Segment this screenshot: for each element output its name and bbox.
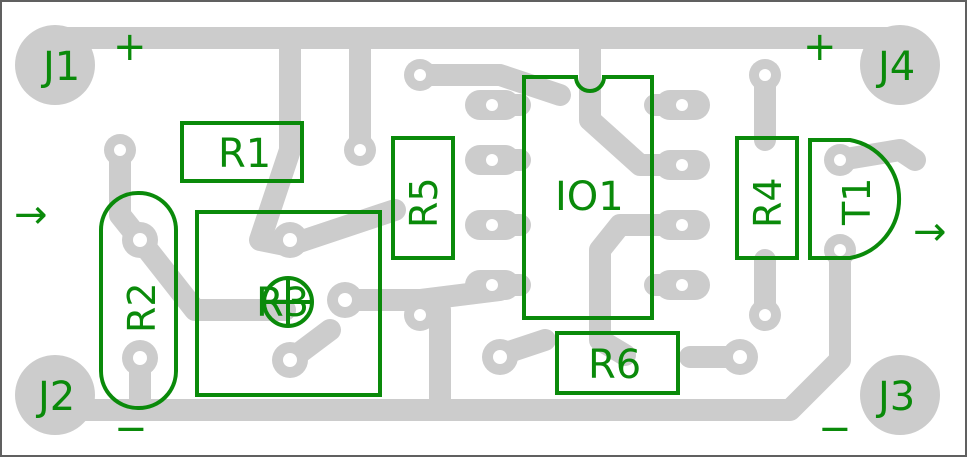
label-r1: R1 bbox=[218, 131, 271, 177]
label-j4: J4 bbox=[875, 44, 915, 90]
input-arrow-icon: → bbox=[14, 192, 48, 238]
minus-sign-right: − bbox=[818, 406, 852, 452]
r6-outline bbox=[555, 331, 680, 395]
r3-outline bbox=[195, 210, 382, 397]
pads bbox=[15, 25, 940, 435]
r2-outline bbox=[99, 191, 178, 410]
label-io1: IO1 bbox=[555, 174, 624, 220]
label-r5: R5 bbox=[402, 177, 446, 228]
r5-outline bbox=[391, 136, 455, 260]
label-j3: J3 bbox=[875, 374, 915, 420]
t1-outline bbox=[808, 138, 902, 260]
r1-outline bbox=[180, 121, 304, 183]
plus-sign-right: + bbox=[803, 24, 837, 70]
minus-sign-left: − bbox=[114, 406, 148, 452]
label-r4: R4 bbox=[746, 177, 790, 228]
plus-sign-left: + bbox=[113, 24, 147, 70]
label-j2: J2 bbox=[35, 374, 75, 420]
silkscreen bbox=[99, 75, 902, 410]
r4-outline bbox=[735, 136, 799, 260]
label-t1: T1 bbox=[835, 178, 879, 226]
label-j1: J1 bbox=[40, 44, 80, 90]
io1-outline bbox=[522, 75, 654, 320]
output-arrow-icon: → bbox=[913, 209, 947, 255]
label-r6: R6 bbox=[588, 342, 641, 388]
label-r3: R3 bbox=[256, 280, 309, 326]
pad-holes bbox=[114, 69, 846, 367]
label-r2: R2 bbox=[120, 282, 164, 333]
